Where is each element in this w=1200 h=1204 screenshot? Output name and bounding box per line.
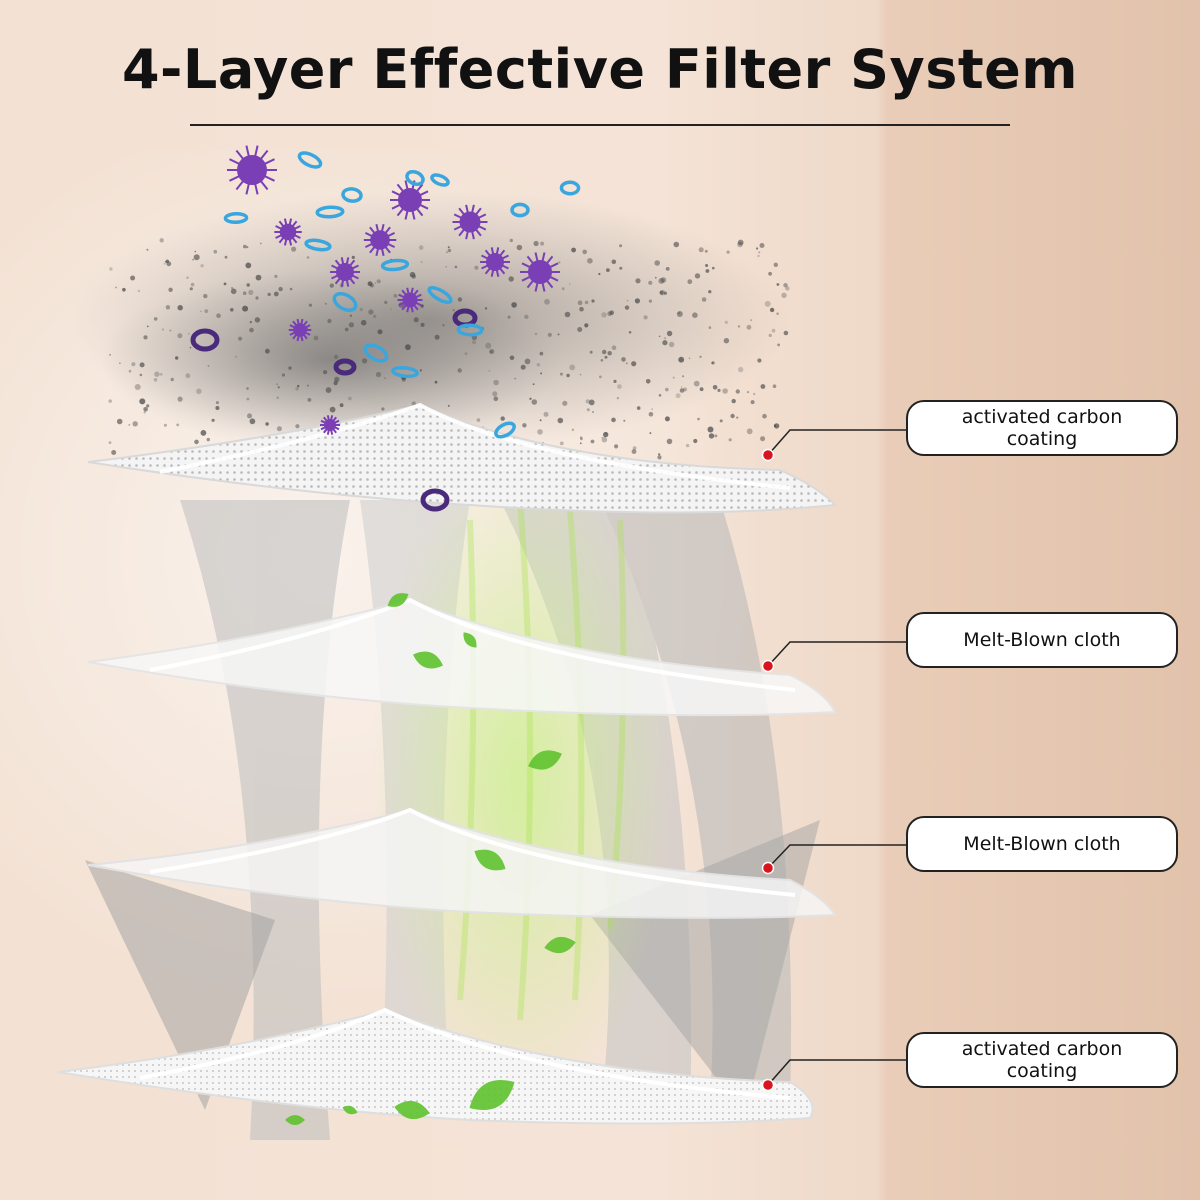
virus-particle <box>397 287 423 313</box>
filter-layer-3 <box>87 807 837 919</box>
title-underline <box>190 124 1010 126</box>
virus-particle <box>288 318 312 342</box>
water-droplet <box>304 238 332 252</box>
water-droplet <box>315 205 345 219</box>
filter-layer-2 <box>87 597 837 717</box>
virus-particle <box>452 204 488 240</box>
leaf-icon <box>474 849 506 871</box>
pointer-dot-2 <box>761 659 775 673</box>
leaf-icon <box>394 1100 430 1120</box>
water-droplet <box>223 212 249 224</box>
water-droplet <box>380 258 410 272</box>
virus-particle <box>274 218 302 246</box>
water-droplet <box>559 180 581 196</box>
water-droplet <box>332 291 358 313</box>
virus-particle <box>480 247 510 277</box>
page-title: 4-Layer Effective Filter System <box>121 38 1079 101</box>
water-droplet <box>297 151 323 169</box>
water-droplet <box>363 343 389 363</box>
leaf-icon <box>412 651 444 669</box>
water-droplet <box>341 187 363 203</box>
layer-label-4: activated carbon coating <box>906 1032 1178 1088</box>
layer-label-3: Melt-Blown cloth <box>906 816 1178 872</box>
water-droplet <box>427 286 453 304</box>
leaf-icon <box>342 1105 358 1115</box>
water-droplet <box>494 421 516 439</box>
water-droplet <box>430 173 450 187</box>
leaf-icon <box>463 632 477 648</box>
pointer-dot-4 <box>761 1078 775 1092</box>
filter-layer-4 <box>57 1007 814 1125</box>
leaf-icon <box>387 593 409 607</box>
virus-particle <box>320 415 340 435</box>
water-droplet <box>391 365 419 379</box>
virus-particle <box>330 257 360 287</box>
water-droplet <box>456 323 484 337</box>
leaf-icon <box>528 750 562 770</box>
leaf-icon <box>469 1079 515 1111</box>
virus-particle <box>390 180 430 220</box>
virus-particle <box>363 223 397 257</box>
leaf-icon <box>544 936 576 954</box>
layer-label-2: Melt-Blown cloth <box>906 612 1178 668</box>
pointer-dot-3 <box>761 861 775 875</box>
water-droplet <box>405 169 425 187</box>
water-droplet <box>510 202 530 218</box>
virus-particle <box>520 252 560 292</box>
virus-particle <box>227 145 277 195</box>
filter-layer-1 <box>87 402 838 514</box>
layer-label-1: activated carbon coating <box>906 400 1178 456</box>
leaf-icon <box>285 1115 305 1125</box>
pointer-dot-1 <box>761 448 775 462</box>
